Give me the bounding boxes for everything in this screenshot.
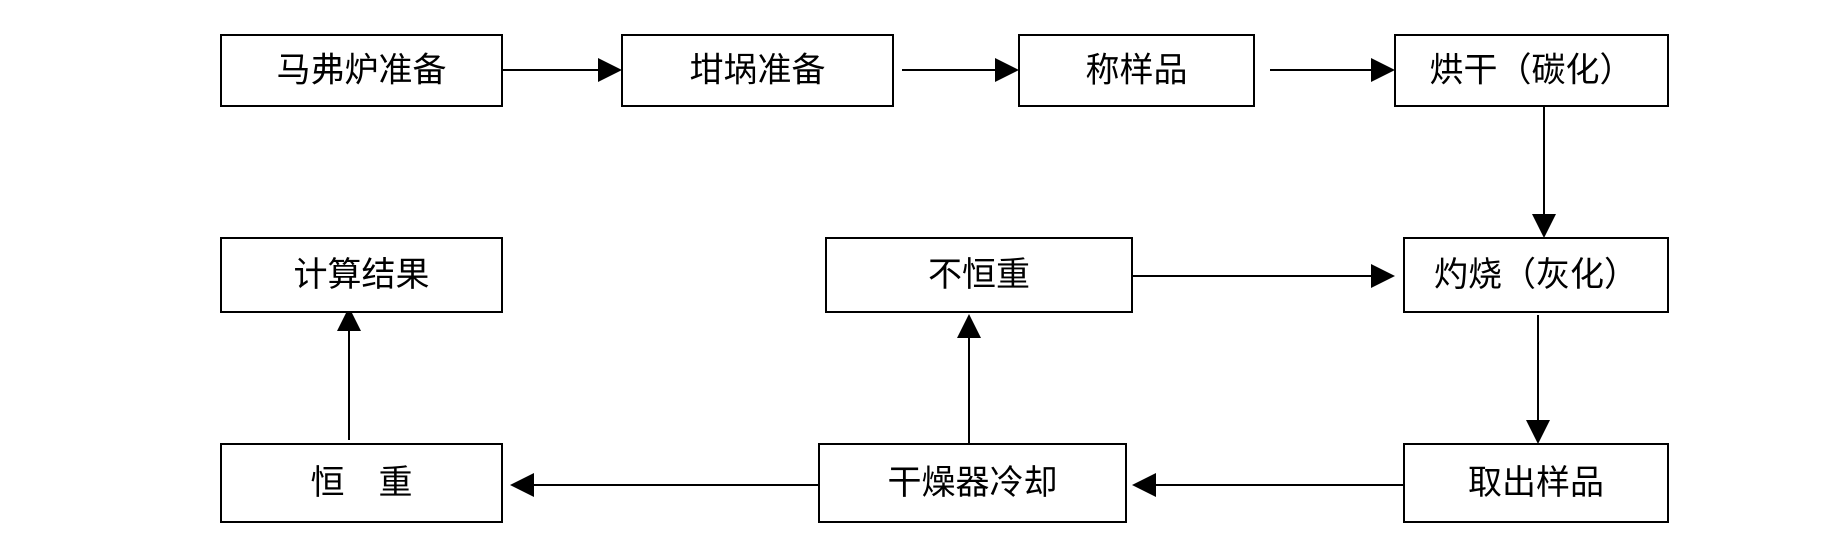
node-box-take-out-sample bbox=[1403, 443, 1669, 523]
node-box-crucible-prep bbox=[621, 34, 894, 107]
node-label-crucible-prep: 坩埚准备 bbox=[690, 51, 826, 91]
arrowhead-icon bbox=[1371, 58, 1395, 82]
node-label-muffle-furnace-prep: 马弗炉准备 bbox=[277, 51, 447, 91]
arrowhead-icon bbox=[510, 473, 534, 497]
arrowhead-icon bbox=[957, 314, 981, 338]
node-label-dry-carbonize: 烘干（碳化） bbox=[1430, 51, 1634, 91]
node-calculate-result: 计算结果 bbox=[220, 237, 503, 313]
node-box-constant-weight bbox=[220, 443, 503, 523]
arrowhead-icon bbox=[1526, 420, 1550, 444]
node-constant-weight: 恒 重 bbox=[220, 443, 503, 523]
arrowhead-icon bbox=[1532, 214, 1556, 238]
node-muffle-furnace-prep: 马弗炉准备 bbox=[220, 34, 503, 107]
edge-crucible-prep-to-weigh-sample bbox=[902, 58, 1019, 82]
edge-take-out-sample-to-desiccator-cool bbox=[1132, 473, 1404, 497]
arrowhead-icon bbox=[337, 307, 361, 331]
arrowhead-icon bbox=[598, 58, 622, 82]
node-label-not-constant-weight: 不恒重 bbox=[928, 255, 1030, 295]
arrowhead-icon bbox=[995, 58, 1019, 82]
node-label-burn-ash: 灼烧（灰化） bbox=[1434, 255, 1638, 295]
edge-desiccator-cool-to-not-constant-weight bbox=[957, 314, 981, 444]
edge-desiccator-cool-to-constant-weight bbox=[510, 473, 819, 497]
node-box-weigh-sample bbox=[1018, 34, 1255, 107]
node-take-out-sample: 取出样品 bbox=[1403, 443, 1669, 523]
node-box-calculate-result bbox=[220, 237, 503, 313]
edge-muffle-furnace-prep-to-crucible-prep bbox=[502, 58, 622, 82]
node-desiccator-cool: 干燥器冷却 bbox=[818, 443, 1127, 523]
node-crucible-prep: 坩埚准备 bbox=[621, 34, 894, 107]
arrowhead-icon bbox=[1371, 264, 1395, 288]
node-not-constant-weight: 不恒重 bbox=[825, 237, 1133, 313]
node-box-dry-carbonize bbox=[1394, 34, 1669, 107]
node-dry-carbonize: 烘干（碳化） bbox=[1394, 34, 1669, 107]
arrowhead-icon bbox=[1132, 473, 1156, 497]
node-box-desiccator-cool bbox=[818, 443, 1127, 523]
edge-dry-carbonize-to-burn-ash bbox=[1532, 106, 1556, 238]
edges-layer bbox=[337, 58, 1556, 497]
node-box-burn-ash bbox=[1403, 237, 1669, 313]
edge-constant-weight-to-calculate-result bbox=[337, 307, 361, 440]
edge-burn-ash-to-take-out-sample bbox=[1526, 315, 1550, 444]
edge-weigh-sample-to-dry-carbonize bbox=[1270, 58, 1395, 82]
node-burn-ash: 灼烧（灰化） bbox=[1403, 237, 1669, 313]
node-weigh-sample: 称样品 bbox=[1018, 34, 1255, 107]
node-label-weigh-sample: 称样品 bbox=[1086, 51, 1188, 91]
node-label-desiccator-cool: 干燥器冷却 bbox=[888, 463, 1058, 503]
node-label-constant-weight: 恒 重 bbox=[311, 463, 413, 503]
edge-not-constant-weight-to-burn-ash bbox=[1132, 264, 1395, 288]
node-label-take-out-sample: 取出样品 bbox=[1468, 463, 1604, 503]
node-label-calculate-result: 计算结果 bbox=[294, 255, 430, 295]
node-box-muffle-furnace-prep bbox=[220, 34, 503, 107]
node-box-not-constant-weight bbox=[825, 237, 1133, 313]
